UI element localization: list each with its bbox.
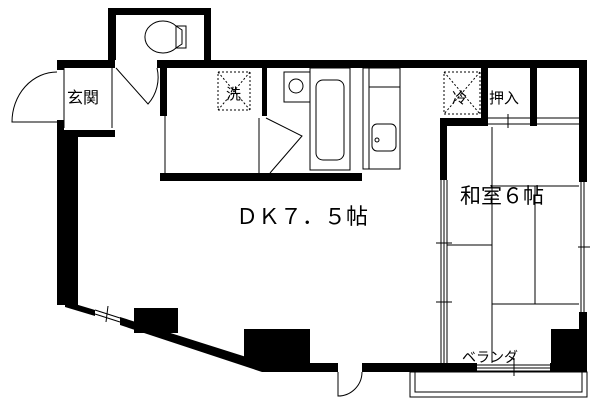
washer-box-icon [217,71,251,111]
fridge-box-icon [443,71,481,115]
dk-label: ＤＫ７．５帖 [236,205,368,230]
room-labels: 玄関 洗 冷 押入 ＤＫ７．５帖 和室６帖 ベランダ [67,85,544,366]
washer-label: 洗 [226,85,241,103]
toilet-door-icon [115,67,159,105]
entrance-door-icon [11,71,58,123]
entrance-label: 玄関 [67,88,99,107]
walls [57,8,587,372]
bathtub-icon [315,79,345,161]
dk-door-icon [337,371,363,397]
toilet-tank-icon [175,25,187,49]
fixtures [11,20,590,398]
balcony-outline [409,371,588,398]
closet-label: 押入 [489,89,519,107]
kitchen-counter [362,67,401,170]
balcony-label: ベランダ [462,350,518,366]
washitsu-label: 和室６帖 [460,184,544,208]
toilet-icon [144,20,183,54]
bath-door-icon [265,117,303,174]
sink-icon [371,123,397,152]
fridge-label: 冷 [452,89,467,107]
